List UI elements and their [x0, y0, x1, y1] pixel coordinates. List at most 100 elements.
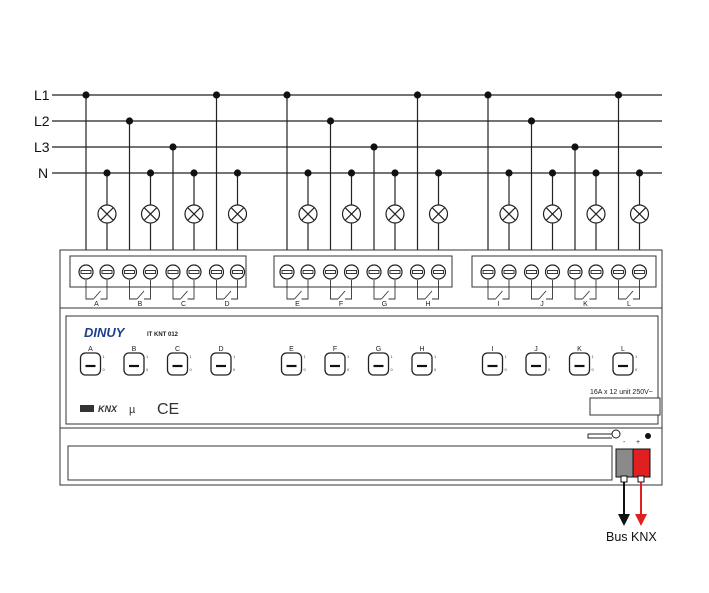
- phase-junction-d: [212, 91, 221, 99]
- manual-switch-e[interactable]: E 1 0: [280, 346, 307, 376]
- manual-switch-a[interactable]: A10: [79, 346, 106, 376]
- line-label-l1: L1: [34, 87, 50, 103]
- switch-body[interactable]: [210, 352, 232, 376]
- manual-switch-j[interactable]: J10: [525, 346, 551, 376]
- screw-terminal-icon: [322, 264, 339, 280]
- switch-body[interactable]: [481, 352, 504, 376]
- switch-mark-on: 1: [146, 354, 149, 359]
- relay-label-g: G: [382, 301, 387, 308]
- relay-contact-j: [531, 280, 553, 300]
- screw-terminal-icon: [409, 264, 426, 280]
- screw-terminal-icon: [588, 264, 604, 280]
- lamp-icon: [97, 204, 117, 224]
- manual-switch-h[interactable]: H10: [411, 346, 437, 376]
- switch-body[interactable]: [79, 352, 102, 376]
- relay-contact-d: [216, 280, 238, 300]
- switch-body[interactable]: [280, 352, 303, 376]
- manual-switch-c[interactable]: C10: [166, 346, 193, 376]
- line-label-n: N: [38, 165, 48, 181]
- phase-junction-a: [82, 91, 90, 99]
- relay-contact-e: [286, 280, 309, 300]
- relay-label-a: A: [94, 301, 99, 308]
- manual-switch-d[interactable]: D10: [210, 346, 236, 376]
- relay-contact-g: [373, 280, 396, 300]
- relay-label-b: B: [138, 301, 143, 308]
- switch-mark-off: 0: [548, 367, 551, 372]
- switch-label-e: E: [289, 346, 294, 353]
- phase-junction-g: [370, 143, 378, 151]
- switch-label-g: G: [376, 346, 381, 353]
- switch-label-f: F: [333, 346, 337, 353]
- line-label-l3: L3: [34, 139, 50, 155]
- screw-terminal-icon: [501, 264, 517, 280]
- certification-marks: KNX µ CE: [80, 401, 179, 418]
- switch-mark-off: 0: [146, 367, 149, 372]
- switch-mark-off: 0: [592, 367, 595, 372]
- lamp-icon: [341, 204, 362, 224]
- manual-switch-b[interactable]: B10: [123, 346, 149, 376]
- front-panel: [65, 315, 659, 425]
- screw-terminal-icon: [523, 264, 540, 280]
- lamp-icon: [140, 204, 161, 224]
- switch-mark-on: 1: [635, 354, 638, 359]
- relay-contact-b: [129, 280, 151, 300]
- relay-contact-h: [417, 280, 439, 300]
- neutral-junction-d: [233, 169, 242, 177]
- switch-body[interactable]: [367, 352, 390, 376]
- switch-mark-off: 0: [304, 367, 307, 372]
- screw-terminal-icon: [99, 264, 115, 280]
- switch-mark-off: 0: [233, 367, 236, 372]
- phase-junction-b: [125, 117, 134, 125]
- screw-terminal-icon: [78, 264, 94, 280]
- bus-arrow-minus-icon: [618, 514, 630, 526]
- rating-label-box: [589, 397, 661, 416]
- screw-terminal-icon: [142, 264, 159, 280]
- neutral-junction-c: [190, 169, 198, 177]
- switch-label-l: L: [621, 346, 625, 353]
- switch-label-c: C: [175, 346, 180, 353]
- screw-terminal-icon: [300, 264, 316, 280]
- switch-body[interactable]: [123, 352, 145, 376]
- neutral-junction-b: [146, 169, 155, 177]
- relay-contact-i: [487, 280, 510, 300]
- actuator-housing: [59, 249, 663, 486]
- switch-mark-off: 0: [347, 367, 350, 372]
- switch-body[interactable]: [324, 352, 346, 376]
- relay-contact-f: [330, 280, 352, 300]
- switch-mark-on: 1: [304, 354, 307, 359]
- switch-mark-on: 1: [103, 354, 106, 359]
- switch-mark-on: 1: [233, 354, 236, 359]
- switch-body[interactable]: [525, 352, 547, 376]
- manual-switch-f[interactable]: F10: [324, 346, 350, 376]
- phase-junction-h: [413, 91, 422, 99]
- neutral-junction-j: [548, 169, 557, 177]
- relay-contact-c: [172, 280, 195, 300]
- manual-switch-k[interactable]: K10: [568, 346, 595, 376]
- lamp-icon: [629, 204, 650, 224]
- relay-label-j: J: [540, 301, 544, 308]
- screw-terminal-icon: [366, 264, 382, 280]
- relay-label-e: E: [295, 301, 300, 308]
- ce-mark: CE: [157, 401, 179, 418]
- switch-mark-off: 0: [190, 367, 193, 372]
- switch-body[interactable]: [568, 352, 591, 376]
- manual-switch-g[interactable]: G10: [367, 346, 394, 376]
- switch-body[interactable]: [411, 352, 433, 376]
- neutral-junction-g: [391, 169, 399, 177]
- switch-mark-on: 1: [505, 354, 508, 359]
- screw-terminal-icon: [480, 264, 496, 280]
- programming-button-icon: [587, 429, 621, 439]
- switch-body[interactable]: [612, 352, 634, 376]
- relay-label-k: K: [583, 301, 588, 308]
- screw-terminal-icon: [165, 264, 181, 280]
- manual-switch-i[interactable]: I10: [481, 346, 508, 376]
- relay-label-f: F: [339, 301, 343, 308]
- screw-terminal-icon: [186, 264, 202, 280]
- screw-terminal-icon: [208, 264, 225, 280]
- switch-body[interactable]: [166, 352, 189, 376]
- manual-switch-l[interactable]: L 1 0: [612, 346, 638, 376]
- switch-mark-off: 0: [635, 367, 638, 372]
